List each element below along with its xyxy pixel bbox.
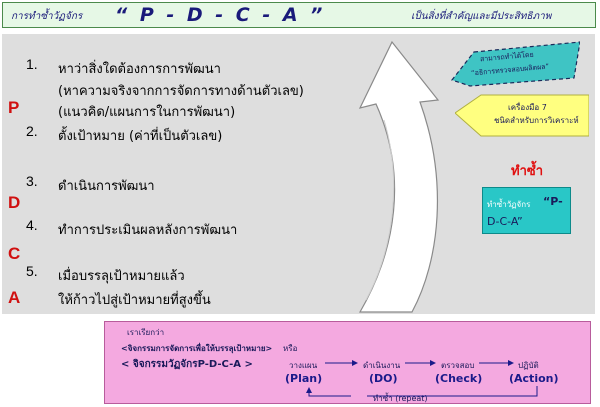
step-2-number: 2. (26, 123, 38, 139)
step-5-line-2: ให้ก้าวไปสู่เป้าหมายที่สูงขึ้น (58, 293, 211, 308)
step-1-number: 1. (26, 56, 38, 72)
letter-c: C (8, 244, 21, 263)
summary-line-2: < จิจกรรมวัฏจักรP-D-C-A > (121, 359, 253, 370)
step-1-line-3: (แนวคิด/แผนการในการพัฒนา) (58, 105, 236, 120)
yellow-callout-line-1: เครื่องมือ 7 (508, 103, 547, 112)
step-4-number: 4. (26, 217, 38, 233)
letter-d: D (8, 193, 21, 212)
pdca-box-line-1: ทำซ้ำวัฏจักร (487, 200, 531, 209)
cycle-do-thai: ดำเนินงาน (363, 361, 401, 370)
step-5-number: 5. (26, 263, 38, 279)
step-3-line-1: ดำเนินการพัฒนา (58, 179, 155, 194)
cycle-repeat-label: ทำซ้ำ (repeat) (373, 394, 428, 403)
cycle-check-eng: (Check) (435, 372, 483, 385)
step-1-line-1: หาว่าสิ่งใดต้องการการพัฒนา (58, 62, 221, 77)
teal-callout-shape (451, 41, 580, 87)
letter-a: A (8, 288, 21, 307)
step-3-number: 3. (26, 173, 38, 189)
yellow-callout-shape (455, 94, 589, 137)
summary-line-1: <จิจกรรมการจัดการเพื่อให้บรรลุเป้าหมาย> (121, 344, 273, 353)
cycle-check-thai: ตรวจสอบ (441, 361, 475, 370)
cycle-plan-eng: (Plan) (285, 372, 323, 385)
summary-line-1-suffix: หรือ (283, 344, 298, 353)
step-5-line-1: เมื่อบรรลุเป้าหมายแล้ว (58, 269, 185, 284)
pdca-repeat-box: ทำซ้ำวัฏจักร “P- D-C-A” (482, 187, 571, 234)
step-1-line-2: (หาความจริงจากการจัดการทางด้านตัวเลข) (58, 84, 304, 99)
header-right-text: เป็นสิ่งที่สำคัญและมีประสิทธิภาพ (411, 11, 552, 22)
step-2-line-1: ตั้งเป้าหมาย (ค่าที่เป็นตัวเลข) (58, 129, 223, 144)
summary-box: เราเรียกว่า <จิจกรรมการจัดการเพื่อให้บรร… (104, 321, 591, 404)
cycle-action-thai: ปฏิบัติ (518, 361, 539, 370)
cycle-action-eng: (Action) (509, 372, 559, 385)
pdca-box-line-2: D-C-A” (487, 215, 523, 228)
summary-intro: เราเรียกว่า (127, 328, 165, 337)
header-left-text: การทำซ้ำวัฏจักร (11, 11, 83, 22)
step-4-line-1: ทำการประเมินผลหลังการพัฒนา (58, 223, 238, 238)
pdca-box-line-1-bold: “P- (543, 195, 563, 208)
letter-p: P (8, 98, 20, 117)
cycle-plan-thai: วางแผน (289, 361, 318, 370)
header-pdca-text: “ P - D - C - A ” (115, 4, 326, 26)
yellow-callout-line-2: ชนิดสำหรับการวิเคราะห์ (494, 116, 579, 125)
repeat-label: ทำซ้ำ (511, 164, 543, 179)
cycle-arrows-icon (306, 360, 538, 397)
title-bar: การทำซ้ำวัฏจักร “ P - D - C - A ” เป็นสิ… (2, 2, 596, 28)
cycle-do-eng: (DO) (369, 372, 398, 385)
